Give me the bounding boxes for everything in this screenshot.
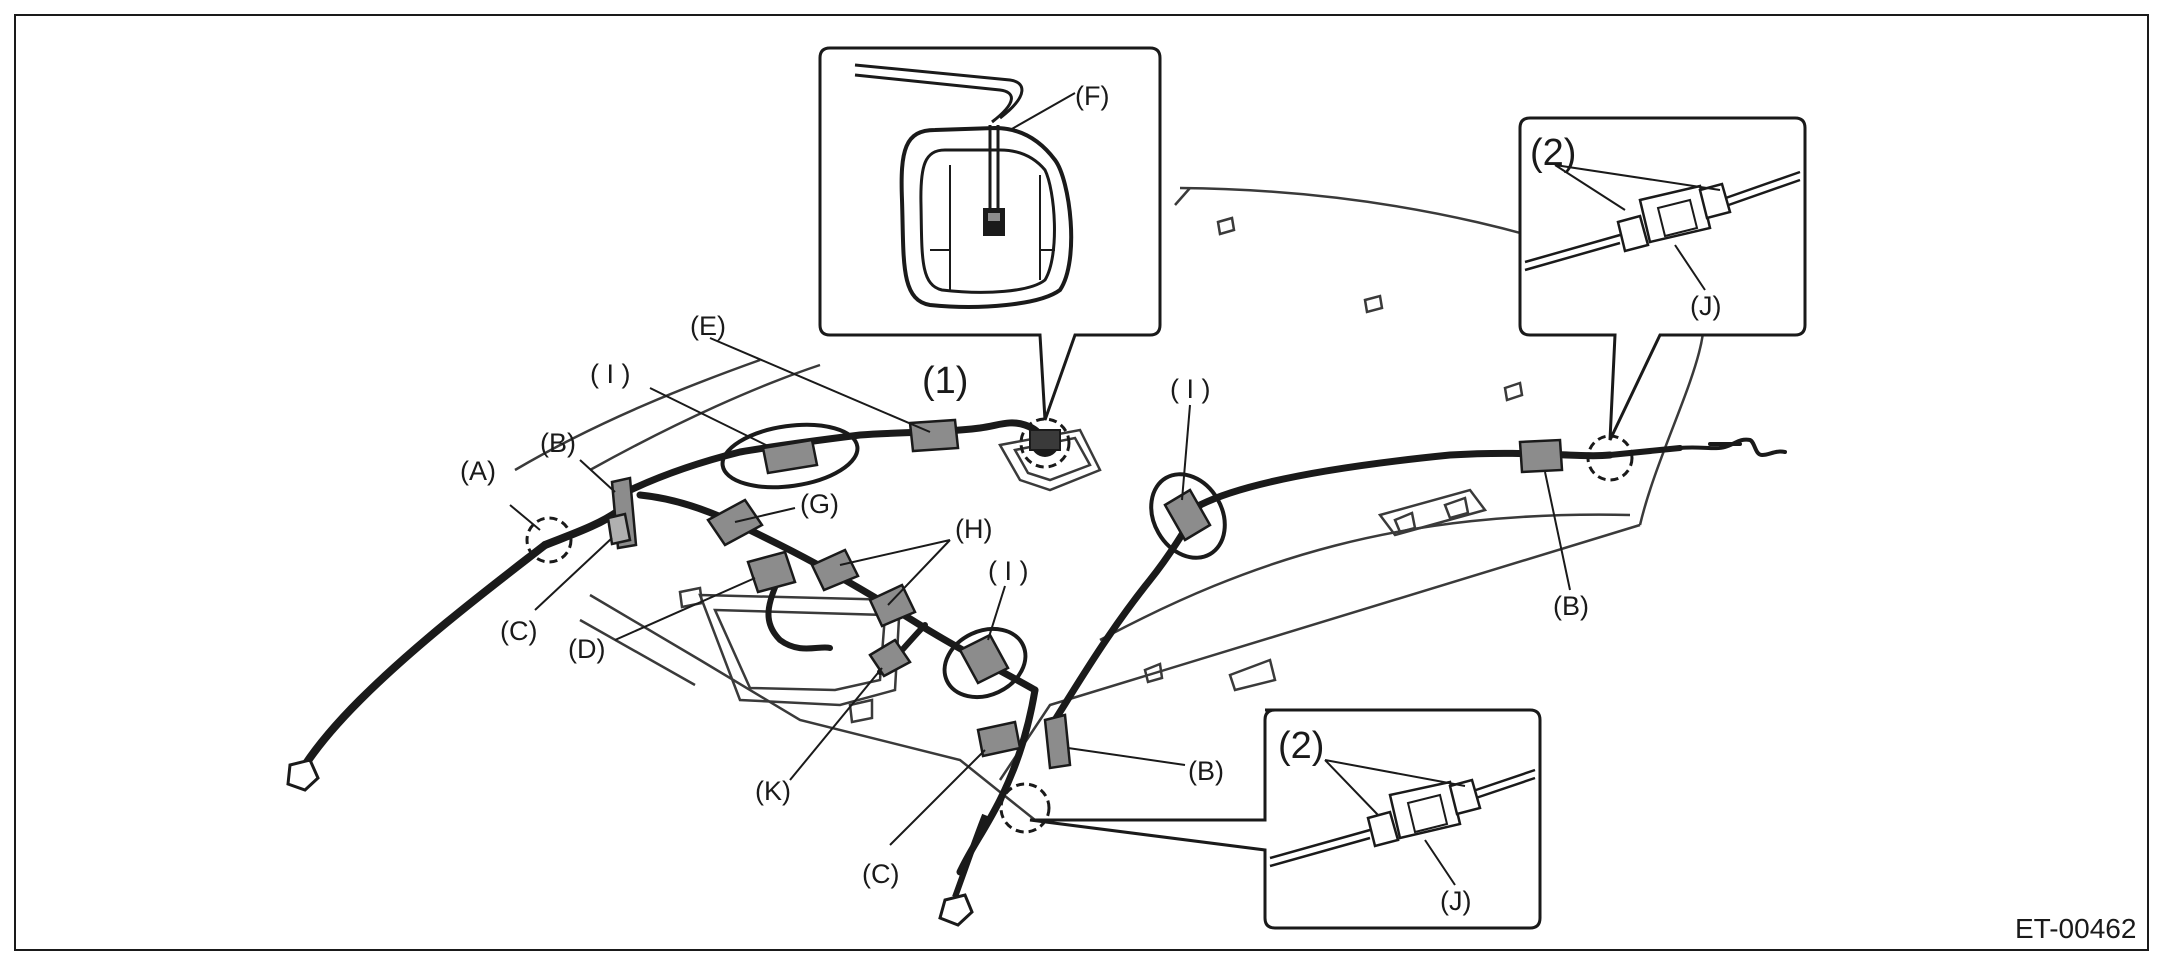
clip-c-left <box>606 512 632 546</box>
harness-wiring <box>301 419 1787 876</box>
label-2-lower: (2) <box>1278 725 1324 767</box>
locator-rear <box>1586 434 1634 482</box>
callout-labels: (A) (B) (C) (D) (E) ( I ) (1) (G) (H) ( … <box>460 81 2136 944</box>
i-circles <box>720 422 1227 700</box>
clip-e-main <box>761 438 819 475</box>
figure-border <box>14 14 2149 951</box>
label-1: (1) <box>922 360 968 402</box>
figure-reference-code: ET-00462 <box>2015 913 2136 944</box>
label-e: (E) <box>690 311 726 341</box>
i-circle-left <box>720 422 860 490</box>
label-b-rear: (B) <box>1553 591 1589 621</box>
locator-a <box>525 516 573 564</box>
clip-i-right <box>1163 488 1212 542</box>
label-a: (A) <box>460 456 496 486</box>
harness-clips <box>606 418 1564 770</box>
clip-b-rear <box>1518 438 1564 474</box>
clip-g <box>706 498 764 547</box>
inset-j-upper <box>1518 116 1807 441</box>
clip-c-lower <box>976 720 1022 758</box>
label-j-lower: (J) <box>1440 886 1471 916</box>
clip-h1 <box>810 548 860 592</box>
label-g: (G) <box>800 489 839 519</box>
end-connector-left <box>286 758 320 792</box>
label-i-left: ( I ) <box>590 359 631 389</box>
i-circle-center <box>942 626 1028 700</box>
label-k: (K) <box>755 776 791 806</box>
clip-i-center <box>958 633 1010 685</box>
label-2-upper: (2) <box>1530 132 1576 174</box>
inset-j-lower <box>1029 708 1542 930</box>
label-d: (D) <box>568 634 605 664</box>
label-c-left: (C) <box>500 616 537 646</box>
label-i-right: ( I ) <box>1170 374 1211 404</box>
leader-lines <box>509 337 1571 846</box>
label-b-lower: (B) <box>1188 756 1224 786</box>
clip-d <box>746 550 797 594</box>
end-connectors <box>286 758 988 927</box>
clip-h2 <box>868 583 917 628</box>
end-connector-lower <box>938 893 974 927</box>
clip-k <box>868 638 912 678</box>
locator-1 <box>1019 417 1071 469</box>
clip-b-lower <box>1043 713 1072 770</box>
label-c-lower: (C) <box>862 859 899 889</box>
label-j-upper: (J) <box>1690 291 1721 321</box>
clip-1 <box>908 418 960 453</box>
label-b-left: (B) <box>540 428 576 458</box>
label-i-center: ( I ) <box>988 556 1029 586</box>
lamp-connector <box>1029 429 1061 457</box>
locator-lower <box>999 782 1051 834</box>
label-h: (H) <box>955 514 992 544</box>
i-circle-right <box>1149 472 1227 560</box>
label-f: (F) <box>1075 81 1109 111</box>
inset-f-panel <box>818 46 1162 421</box>
